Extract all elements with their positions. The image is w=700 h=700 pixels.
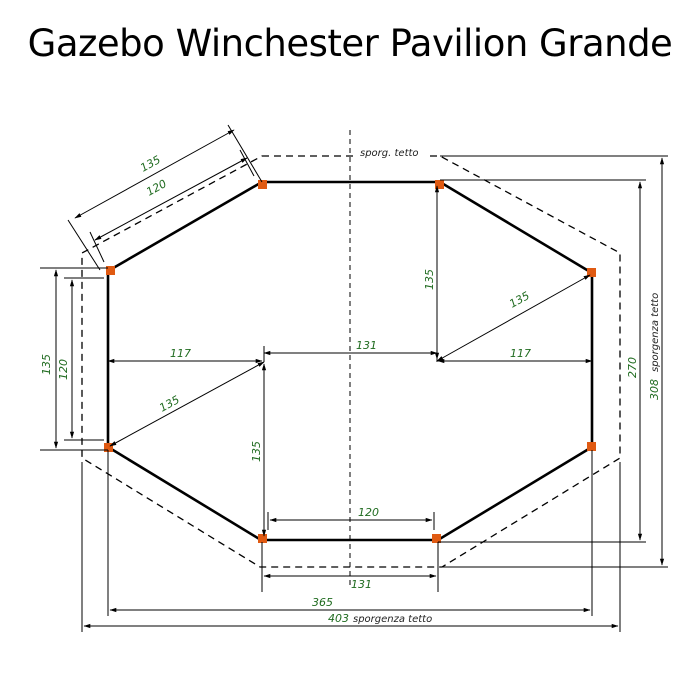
dimension-label: 120: [144, 177, 169, 199]
dimension-label: 365: [312, 596, 333, 609]
post-marker: [106, 266, 115, 275]
post-marker: [587, 442, 596, 451]
post-marker: [432, 534, 441, 543]
page-title: Gazebo Winchester Pavilion Grande: [27, 22, 673, 65]
dimension-label: 120: [57, 359, 70, 380]
roof-overhang-note: sporgenza tetto: [650, 293, 661, 372]
dimension-label: 135: [507, 289, 532, 311]
post-marker: [435, 180, 444, 189]
post-marker: [258, 534, 267, 543]
dimension-label: 135: [157, 393, 182, 415]
dimension-label: 308: [648, 379, 661, 400]
dimension-line: [94, 157, 248, 241]
dimension-label: 135: [250, 441, 263, 462]
dimension-label: 117: [510, 347, 531, 360]
radius-line: [109, 361, 265, 447]
dimension-label: 135: [40, 354, 53, 375]
dimension-label: 117: [170, 347, 191, 360]
roof-overhang-note: sporg. tetto: [360, 148, 419, 159]
dimension-label: 135: [423, 269, 436, 290]
dimension-label: 120: [358, 506, 379, 519]
roof-overhang-note: sporgenza tetto: [353, 614, 432, 625]
post-marker: [258, 180, 267, 189]
dimension-label: 131: [351, 578, 372, 591]
dimension-label: 270: [626, 357, 639, 378]
dimension-line: [74, 129, 235, 219]
post-marker: [104, 443, 113, 452]
dimension-label: 403: [328, 612, 349, 625]
post-marker: [587, 268, 596, 277]
radius-line: [436, 274, 591, 362]
dimension-label: 131: [356, 339, 377, 352]
